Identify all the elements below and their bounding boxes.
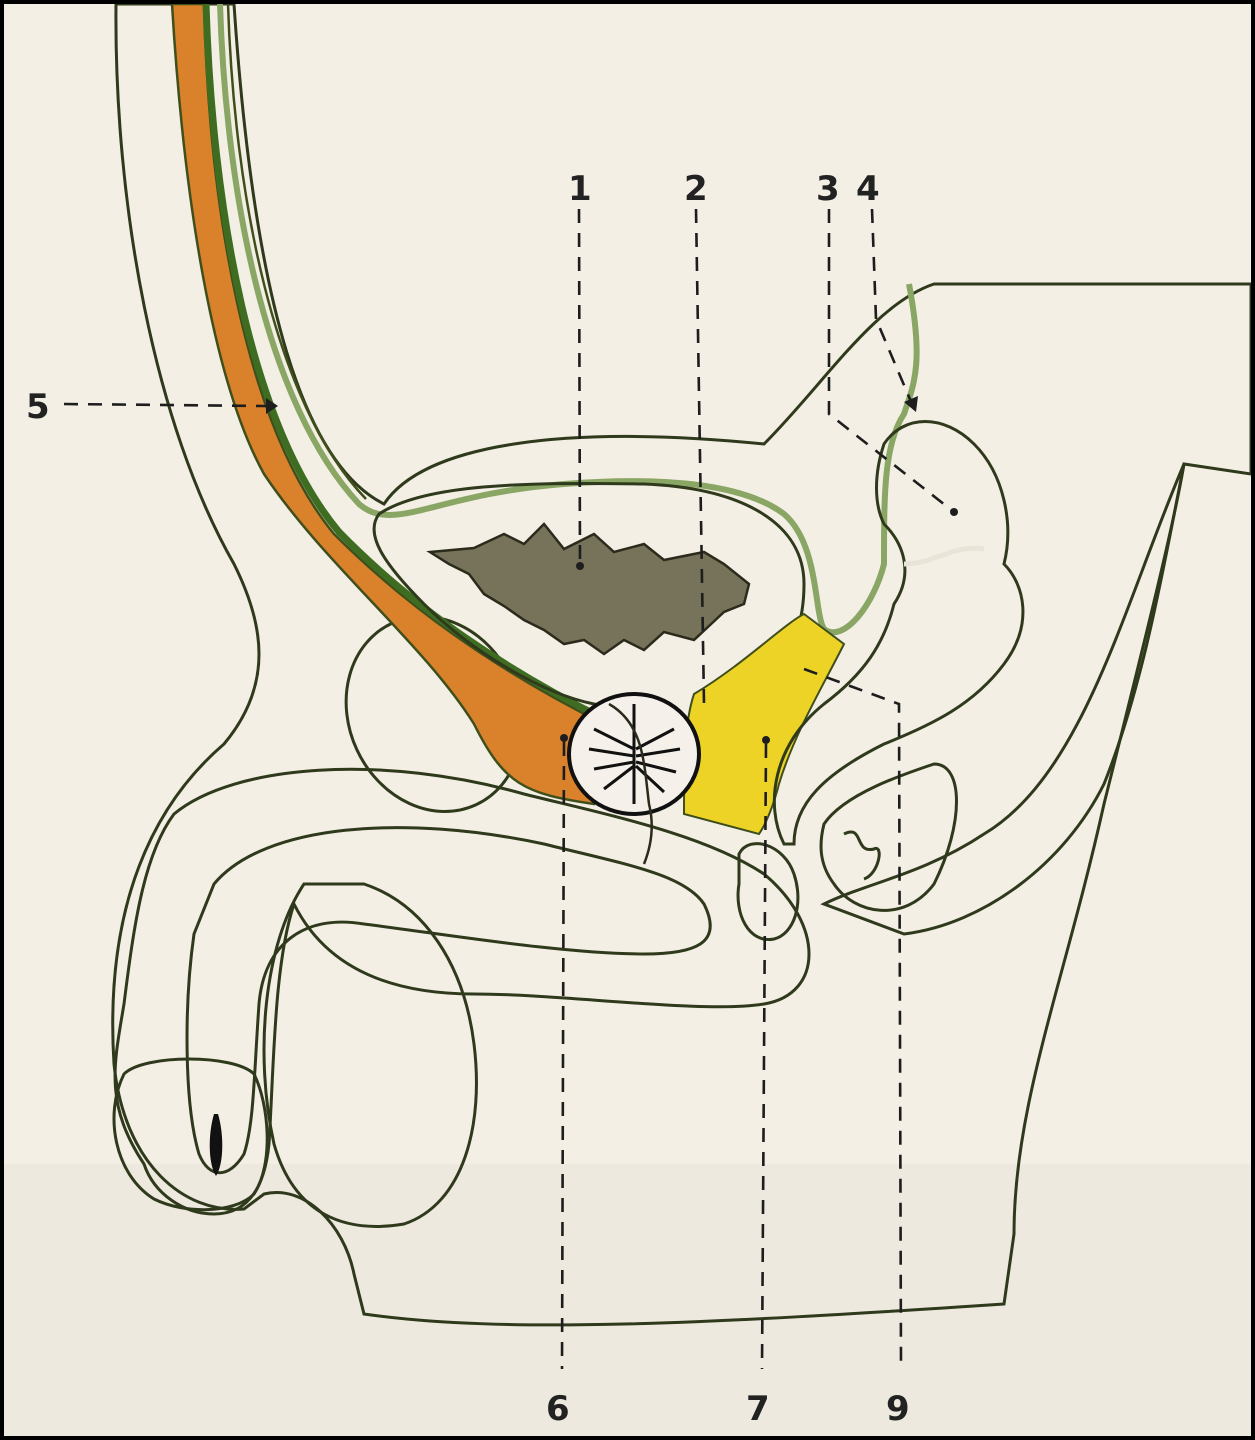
- label-3: 3: [816, 169, 840, 209]
- pin-1: [576, 562, 584, 570]
- bulbospongiosus: [738, 844, 798, 940]
- body-silhouette: [113, 4, 1251, 1325]
- label-1: 1: [568, 169, 592, 209]
- pin-7: [762, 736, 770, 744]
- label-2: 2: [684, 169, 708, 209]
- label-6: 6: [546, 1389, 570, 1429]
- pin-3: [950, 508, 958, 516]
- background-ghost-text: [4, 1164, 1251, 1436]
- leader-3: [829, 209, 954, 512]
- leader-1: [579, 209, 580, 566]
- label-5: 5: [26, 387, 50, 427]
- label-4: 4: [856, 169, 880, 209]
- label-7: 7: [746, 1389, 770, 1429]
- pin-6: [560, 734, 568, 742]
- anal-canal: [821, 764, 956, 910]
- rectum-inner-fold: [904, 548, 984, 564]
- label-9: 9: [886, 1389, 910, 1429]
- anal-folds: [844, 832, 879, 879]
- rectovesical-fat: [684, 614, 844, 834]
- pelvis-sagittal-section: 1 2 3 4 5 6 7 9: [4, 4, 1251, 1436]
